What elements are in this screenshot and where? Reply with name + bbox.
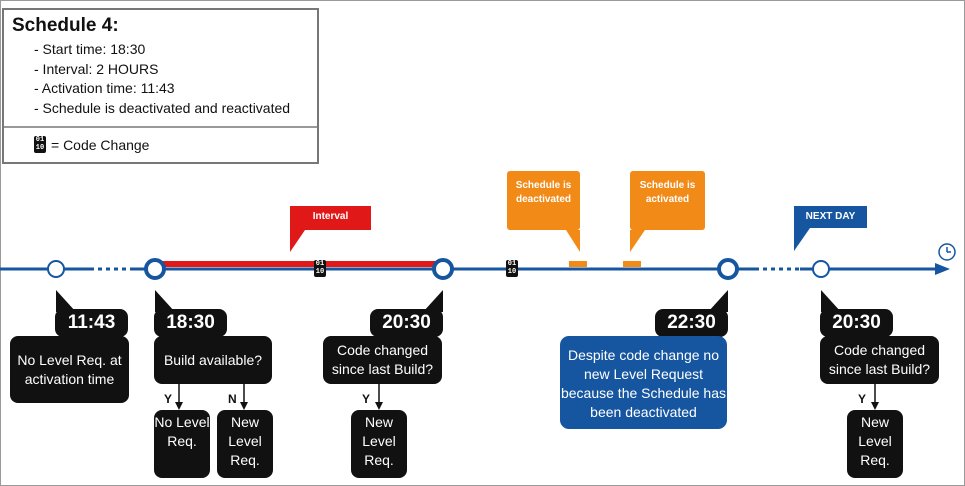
interval-flag: Interval xyxy=(290,206,371,230)
time-label: 20:30 xyxy=(370,309,443,337)
arrow-head xyxy=(240,402,248,410)
answer-yes: Y xyxy=(858,392,867,406)
label-tail xyxy=(821,290,841,312)
despite-code-change-box: Despite code change no new Level Request… xyxy=(560,336,727,429)
new-level-req-box: New Level Req. xyxy=(847,410,903,478)
new-level-req-box: New Level Req. xyxy=(217,410,273,478)
legend-title: Schedule 4: xyxy=(12,15,119,36)
interval-flag-tail xyxy=(290,230,305,252)
time-label: 18:30 xyxy=(154,309,227,337)
legend-list: - Start time: 18:30 - Interval: 2 HOURS … xyxy=(34,40,290,118)
node-20-30 xyxy=(432,258,454,280)
label-tail xyxy=(155,290,175,312)
legend-separator xyxy=(4,126,317,128)
activated-flag: Schedule is activated xyxy=(630,171,705,230)
new-level-req-box: New Level Req. xyxy=(351,410,407,478)
time-label: 20:30 xyxy=(820,309,893,337)
legend-box: Schedule 4: - Start time: 18:30 - Interv… xyxy=(2,8,319,164)
time-label: 22:30 xyxy=(655,309,728,337)
arrow-head xyxy=(175,402,183,410)
no-level-activation-box: No Level Req. at activation time xyxy=(10,336,129,403)
answer-yes: Y xyxy=(164,392,173,406)
node-18-30 xyxy=(144,258,166,280)
node-11-43 xyxy=(47,260,65,278)
arrow-head xyxy=(375,402,383,410)
activation-marker xyxy=(623,261,641,267)
code-changed-box: Code changed since last Build? xyxy=(323,336,442,384)
legend-item: - Interval: 2 HOURS xyxy=(34,60,159,77)
code-changed-box: Code changed since last Build? xyxy=(820,336,939,384)
code-change-label: = Code Change xyxy=(51,136,150,153)
label-tail xyxy=(423,290,443,312)
build-available-box: Build available? xyxy=(154,336,272,384)
deactivated-flag-tail xyxy=(566,230,580,252)
answer-no: N xyxy=(228,392,237,406)
next-day-flag: NEXT DAY xyxy=(794,206,867,228)
answer-yes: Y xyxy=(362,392,371,406)
time-label: 11:43 xyxy=(55,309,128,337)
label-tail xyxy=(56,290,76,312)
clock-icon xyxy=(938,243,956,261)
no-level-req-box: No Level Req. xyxy=(154,410,210,478)
label-tail xyxy=(708,290,728,312)
deactivation-marker xyxy=(569,261,587,267)
legend-item: - Schedule is deactivated and reactivate… xyxy=(34,99,291,116)
legend-item: - Start time: 18:30 xyxy=(34,41,146,57)
node-22-30 xyxy=(717,258,739,280)
timeline-arrow-icon xyxy=(935,263,950,275)
next-day-flag-tail xyxy=(794,228,810,251)
arrow-head xyxy=(871,402,879,410)
activated-flag-tail xyxy=(630,230,645,252)
legend-item: - Activation time: 11:43 xyxy=(34,80,175,96)
deactivated-flag: Schedule is deactivated xyxy=(507,171,580,230)
node-next-20-30 xyxy=(812,260,830,278)
